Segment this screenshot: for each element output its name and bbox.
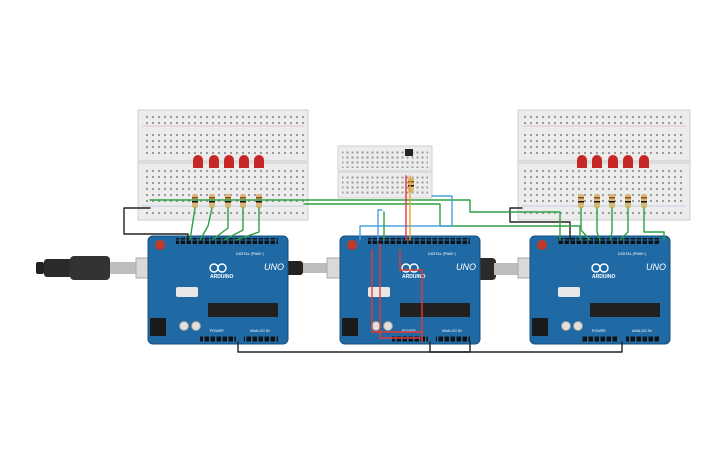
- resistor: [225, 194, 231, 208]
- resistor: [641, 194, 647, 208]
- led: [224, 155, 234, 168]
- led: [254, 155, 264, 168]
- wire-blue: [377, 209, 383, 241]
- resistor: [240, 194, 246, 208]
- board-analog-label-left: ANALOG IN: [250, 329, 270, 333]
- arduino-right[interactable]: [529, 235, 671, 345]
- board-power-label-right: POWER: [592, 329, 606, 333]
- resistor-group-left: [192, 194, 262, 208]
- led-group-right: [577, 155, 649, 168]
- board-model-middle: UNO: [456, 262, 476, 272]
- led: [577, 155, 587, 168]
- wires[interactable]: [123, 175, 665, 353]
- wire-green: [223, 207, 244, 241]
- wire-green: [189, 207, 196, 241]
- led: [639, 155, 649, 168]
- resistor: [625, 194, 631, 208]
- board-model-left: UNO: [264, 262, 284, 272]
- board-brand-right: ARDUINO: [592, 274, 615, 280]
- wire-red: [399, 249, 423, 343]
- wire-red: [379, 243, 421, 339]
- breadboard-left[interactable]: [137, 109, 309, 221]
- wire-black: [509, 207, 571, 241]
- arduino-logo-icon: [209, 263, 609, 273]
- breadboard-middle[interactable]: [337, 145, 433, 199]
- usb-cable-middle[interactable]: [285, 257, 350, 279]
- resistor: [594, 194, 600, 208]
- wire-green: [643, 207, 665, 241]
- wire-green: [619, 207, 629, 241]
- resistor: [609, 194, 615, 208]
- reset-button[interactable]: [155, 240, 165, 250]
- led: [209, 155, 219, 168]
- led: [239, 155, 249, 168]
- board-analog-label-middle: ANALOG IN: [442, 329, 462, 333]
- resistor: [256, 194, 262, 208]
- board-digital-label-middle: DIGITAL (PWM~): [428, 252, 456, 256]
- usb-cable-left[interactable]: [36, 256, 159, 280]
- wire-black: [429, 341, 623, 353]
- resistor: [192, 194, 198, 208]
- board-power-label-middle: POWER: [402, 329, 416, 333]
- led: [193, 155, 203, 168]
- board-brand-left: ARDUINO: [210, 274, 233, 280]
- resistor: [408, 178, 414, 192]
- led-group-left: [193, 155, 264, 168]
- wire-green: [149, 199, 561, 241]
- wire-green: [235, 207, 260, 241]
- reset-button[interactable]: [347, 240, 357, 250]
- resistor-group-right: [578, 194, 647, 208]
- reset-button[interactable]: [537, 240, 547, 250]
- led: [623, 155, 633, 168]
- wire-black: [237, 341, 471, 353]
- board-digital-label-right: DIGITAL (PWM~): [618, 252, 646, 256]
- resistor: [578, 194, 584, 208]
- board-digital-label-left: DIGITAL (PWM~): [236, 252, 264, 256]
- board-power-label-left: POWER: [210, 329, 224, 333]
- wire-green: [199, 207, 213, 241]
- wire-blue: [359, 195, 453, 241]
- board-model-right: UNO: [646, 262, 666, 272]
- wire-green: [211, 207, 229, 241]
- wire-green: [596, 207, 601, 241]
- wire-black: [123, 207, 189, 241]
- arduino-middle[interactable]: [339, 235, 481, 345]
- led: [592, 155, 602, 168]
- wire-green: [580, 207, 591, 241]
- breadboard-right[interactable]: [517, 109, 691, 221]
- wire-green: [609, 207, 613, 241]
- board-analog-label-right: ANALOG IN: [632, 329, 652, 333]
- tilt-sensor[interactable]: [405, 149, 413, 156]
- board-brand-middle: ARDUINO: [402, 274, 425, 280]
- resistor: [209, 194, 215, 208]
- arduino-left[interactable]: [147, 235, 289, 345]
- led: [608, 155, 618, 168]
